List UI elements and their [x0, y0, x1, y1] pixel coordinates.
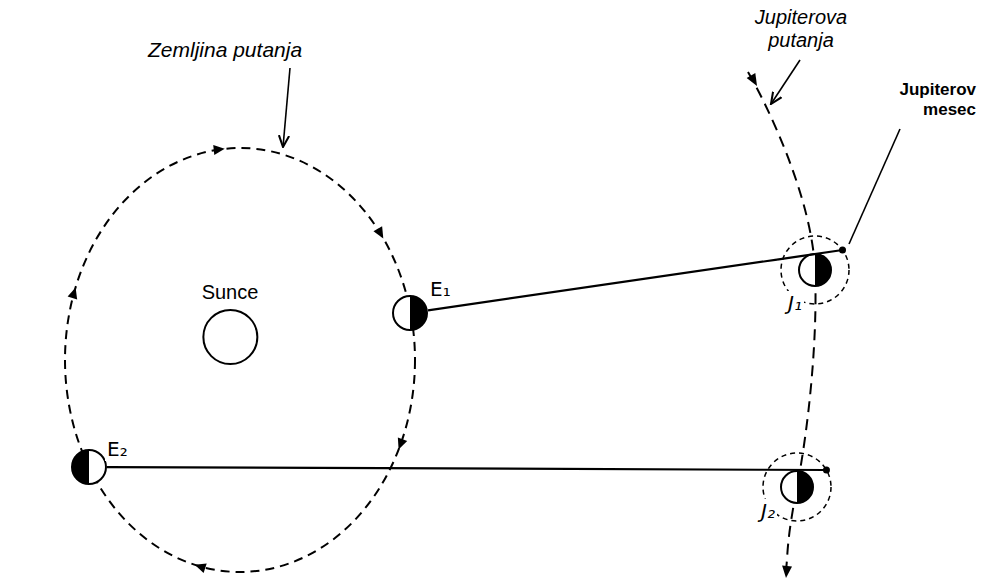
- sight-line: [428, 260, 777, 311]
- earth-disk: [393, 296, 427, 330]
- leader-line: [283, 68, 290, 147]
- earth-night-side: [410, 296, 427, 330]
- jupiter-disk: [799, 254, 831, 286]
- earth-position: E₁: [392, 295, 428, 331]
- orbit-label: Jupiterova putanja: [755, 6, 847, 51]
- earth-disk: [72, 450, 106, 484]
- orbit-arrowhead: [394, 438, 407, 452]
- position-label: E₁: [428, 277, 453, 301]
- orbit-direction-arrows: [68, 144, 408, 573]
- orbit-arrowhead: [193, 560, 207, 573]
- jupiter-position: J₁: [777, 232, 853, 308]
- moon-label: Jupiterov mesec: [866, 80, 976, 120]
- leader-line: [849, 129, 900, 244]
- orbit-label: Zemljina putanja: [148, 38, 302, 62]
- earth-symbol: [71, 449, 107, 485]
- orbit-label: Zemljina putanja: [148, 38, 302, 61]
- earth-position: E₂: [71, 449, 107, 485]
- sun-disk: [203, 310, 257, 364]
- moon-label: Jupiterov mesec: [899, 80, 976, 119]
- jupiter-orbit: [748, 72, 816, 570]
- orbit-arrowhead: [373, 226, 387, 241]
- jupiter-night-side: [815, 254, 831, 286]
- sun-body: Sunce: [196, 281, 265, 368]
- sight-line-end: [759, 469, 826, 471]
- position-label: J₁: [786, 291, 804, 315]
- orbit-arrowhead: [781, 566, 792, 579]
- position-label: E₂: [105, 437, 130, 461]
- body-name: Sunce: [200, 281, 261, 304]
- jupiter-night-side: [797, 471, 813, 503]
- earth-orbit: [65, 148, 415, 572]
- orbit-arrowhead: [68, 286, 81, 299]
- earth-night-side: [72, 450, 89, 484]
- orbit-arrowhead: [747, 73, 762, 88]
- position-label: J₂: [759, 499, 777, 523]
- jupiter-disk: [781, 471, 813, 503]
- orbit-arrowhead: [213, 144, 225, 155]
- orbit-label: Jupiterova putanja: [738, 6, 864, 52]
- earth-symbol: [392, 295, 428, 331]
- leader-line: [771, 60, 800, 104]
- sight-line-end: [777, 250, 843, 260]
- sight-line: [107, 467, 759, 470]
- jupiter-position: J₂: [759, 449, 835, 525]
